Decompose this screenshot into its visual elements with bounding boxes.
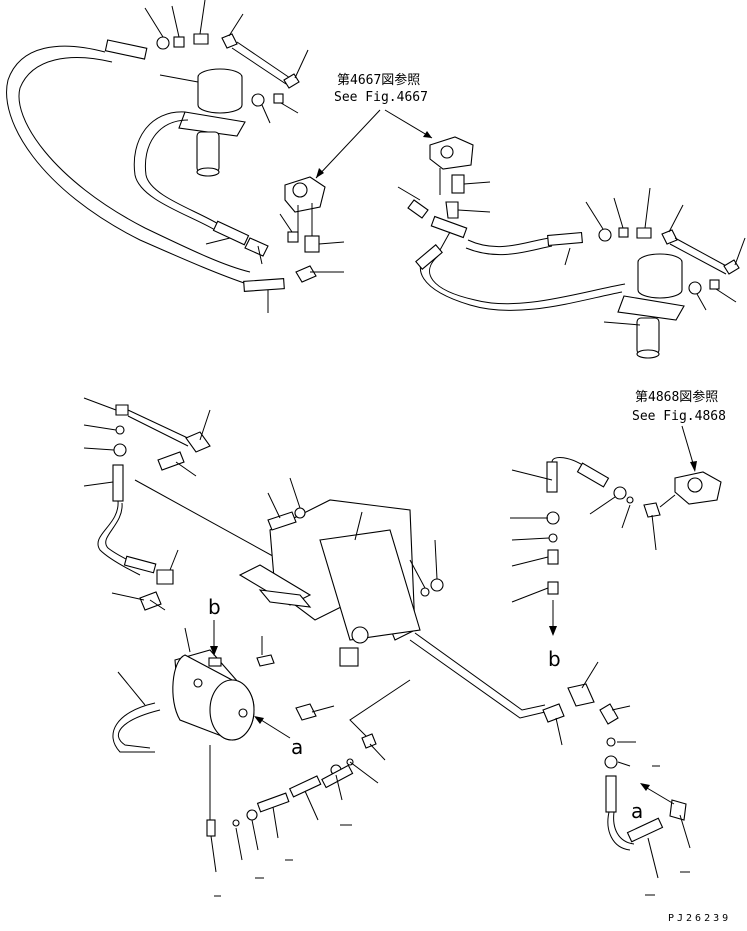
reference-fig-4667: 第4667図参照 See Fig.4667 — [315, 72, 433, 179]
lower-right-assembly — [510, 457, 722, 896]
callout-labels: b b a a — [208, 595, 643, 823]
callout-b-top: b — [208, 595, 221, 619]
air-tank — [112, 627, 275, 820]
reference-fig-4868: 第4868図参照 See Fig.4868 — [632, 389, 726, 472]
callout-a-right: a — [631, 799, 643, 823]
callout-b-bottom: b — [548, 647, 561, 671]
bracket-frame — [238, 477, 546, 741]
lower-mid-assembly — [206, 703, 386, 897]
reference-fig-4667-en: See Fig.4667 — [334, 90, 428, 105]
lower-left-assembly — [83, 397, 281, 611]
reference-fig-4667-jp: 第4667図参照 — [337, 72, 420, 88]
upper-left-assembly — [6, 0, 345, 313]
upper-right-assembly — [397, 136, 746, 359]
drawing-code: PJ26239 — [668, 913, 731, 924]
callout-a-left: a — [291, 735, 303, 759]
reference-fig-4868-jp: 第4868図参照 — [635, 389, 718, 405]
reference-fig-4868-en: See Fig.4868 — [632, 409, 726, 424]
